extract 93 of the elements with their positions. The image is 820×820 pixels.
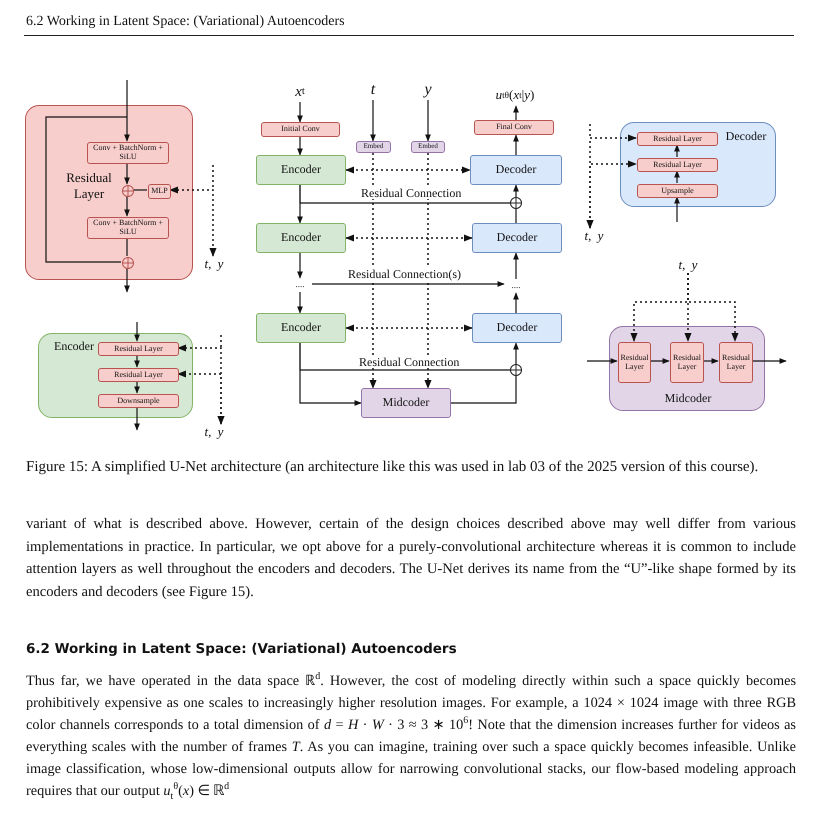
block-box: Final Conv [474,120,554,135]
panel-title: Decoder [724,129,768,144]
math-label: t, y [200,256,228,272]
panel-title: Encoder [53,339,95,354]
arrow [752,358,787,364]
module-panel [38,333,193,418]
connector-line [45,116,127,263]
arrow [513,184,519,197]
edge-label: Residual Connection [360,187,462,199]
math-label: t, y [200,424,228,440]
paragraph: variant of what is described above. However, certain of the design choices described above may well differ from various implementations in practice. In particular, we opt above for a purely-convolutional architecture whereas it is common to include attention layers as well throughout the encoders and decoders. The U-Net derives its name from the “U”-like shape formed by its encoders and decoders (see Figure 15). [26,515,796,602]
block-box: Encoder [256,313,346,343]
block-box: Residual Layer [637,158,718,172]
block-box: Residual Layer [719,342,753,383]
math-label: y [418,80,438,100]
arrow [425,100,431,142]
arrow [674,170,680,183]
dotted-arrow [345,324,473,332]
dotted-arrow [345,234,473,242]
dotted-arrow [687,273,739,342]
dotted-arrow [369,153,377,389]
arrow [370,100,376,142]
block-box: Residual Layer [637,132,718,146]
block-box: Residual Layer [670,342,704,383]
block-box: Encoder [256,155,346,185]
arrow [134,407,140,431]
arrow [297,137,303,156]
edge-label: Residual Connection(s) [347,268,462,280]
section-heading: 6.2 Working in Latent Space: (Variational) Autoencoders [26,641,458,657]
dotted-arrow [169,186,217,257]
dotted-arrow [586,160,637,229]
block-box: Residual Layer [98,342,179,356]
dotted-arrow [177,370,225,425]
block-box: Downsample [98,394,179,408]
connector-line [299,185,510,204]
arrow [674,144,680,157]
paragraph: Thus far, we have operated in the data space ℝ$^{d}$. However, the cost of modeling directly within such a space quickly becomes prohibitively expensive as one scales to increasingly higher resolution images. For example, a 1024 × 1024 image with three RGB color channels corresponds to a total dimension of d = H · W · 3 ≈ 3 ∗ 10$^{6}$! Note that the dimension increases further for videos as everything scales with the number of frames T. As you can imagine, training over such a space quickly becomes infeasible. Unlike image classification, whose low-dimensional outputs allow for narrowing convolutional stacks, our flow-based modeling approach requires that our output u$_{t}$$^{θ}$(x) ∈ ℝ$^{d}$ [26,670,796,802]
running-header: 6.2 Working in Latent Space: (Variational) Autoencoders [26,14,346,30]
arrow [513,292,519,313]
connector-line [126,238,128,256]
arrow [134,381,140,394]
arrow [124,268,130,293]
math-label: t [363,80,383,100]
block-box: Upsample [637,184,718,198]
block-box: Residual Layer [98,368,179,382]
arrow [650,358,670,364]
arrow [299,343,362,406]
block-box: Conv + BatchNorm + SiLU [87,217,169,239]
edge-label: Residual Connection [358,356,460,368]
sum-circle [122,257,134,269]
block-box: Residual Layer [618,342,651,383]
math-label: .... [504,279,528,293]
connector-line [451,376,517,404]
block-box: Decoder [472,223,562,253]
math-label: .... [288,278,312,292]
block-box: Initial Conv [261,122,340,137]
module-panel [25,105,193,280]
figure-caption: Figure 15: A simplified U-Net architecture (an architecture like this was used in lab 03 of the 2025 version of this course). [26,458,760,477]
arrow [674,196,680,222]
arrow [124,196,130,217]
block-box: Encoder [256,223,346,253]
block-box: MLP [148,184,171,199]
arrow [513,342,519,364]
arrow [297,102,303,123]
dotted-arrow [424,153,432,389]
arrow [513,134,519,155]
arrow [134,355,140,368]
block-box: Decoder [472,313,562,343]
sum-circle [122,185,134,197]
math-label: t, y [580,228,608,244]
block-box: Decoder [470,155,562,185]
arrow [124,80,130,142]
panel-title: Midcoder [664,391,712,406]
connector-line [515,209,517,223]
math-label: t, y [674,257,702,273]
module-panel [609,326,765,411]
arrow [297,292,303,314]
block-box: Midcoder [361,388,451,418]
dotted-arrow [345,166,471,174]
block-box: Conv + BatchNorm + SiLU [87,142,169,164]
connector-line [133,189,147,191]
arrow [513,105,519,120]
arrow [513,252,519,279]
arrow [703,358,719,364]
module-panel [620,122,776,207]
arrow [297,253,303,279]
arrow [312,281,505,287]
panel-title: Residual Layer [65,170,113,202]
sum-circle [510,364,522,376]
arrow [134,322,140,342]
arrow [587,358,618,364]
arrow [124,163,130,185]
sum-circle [510,197,522,209]
